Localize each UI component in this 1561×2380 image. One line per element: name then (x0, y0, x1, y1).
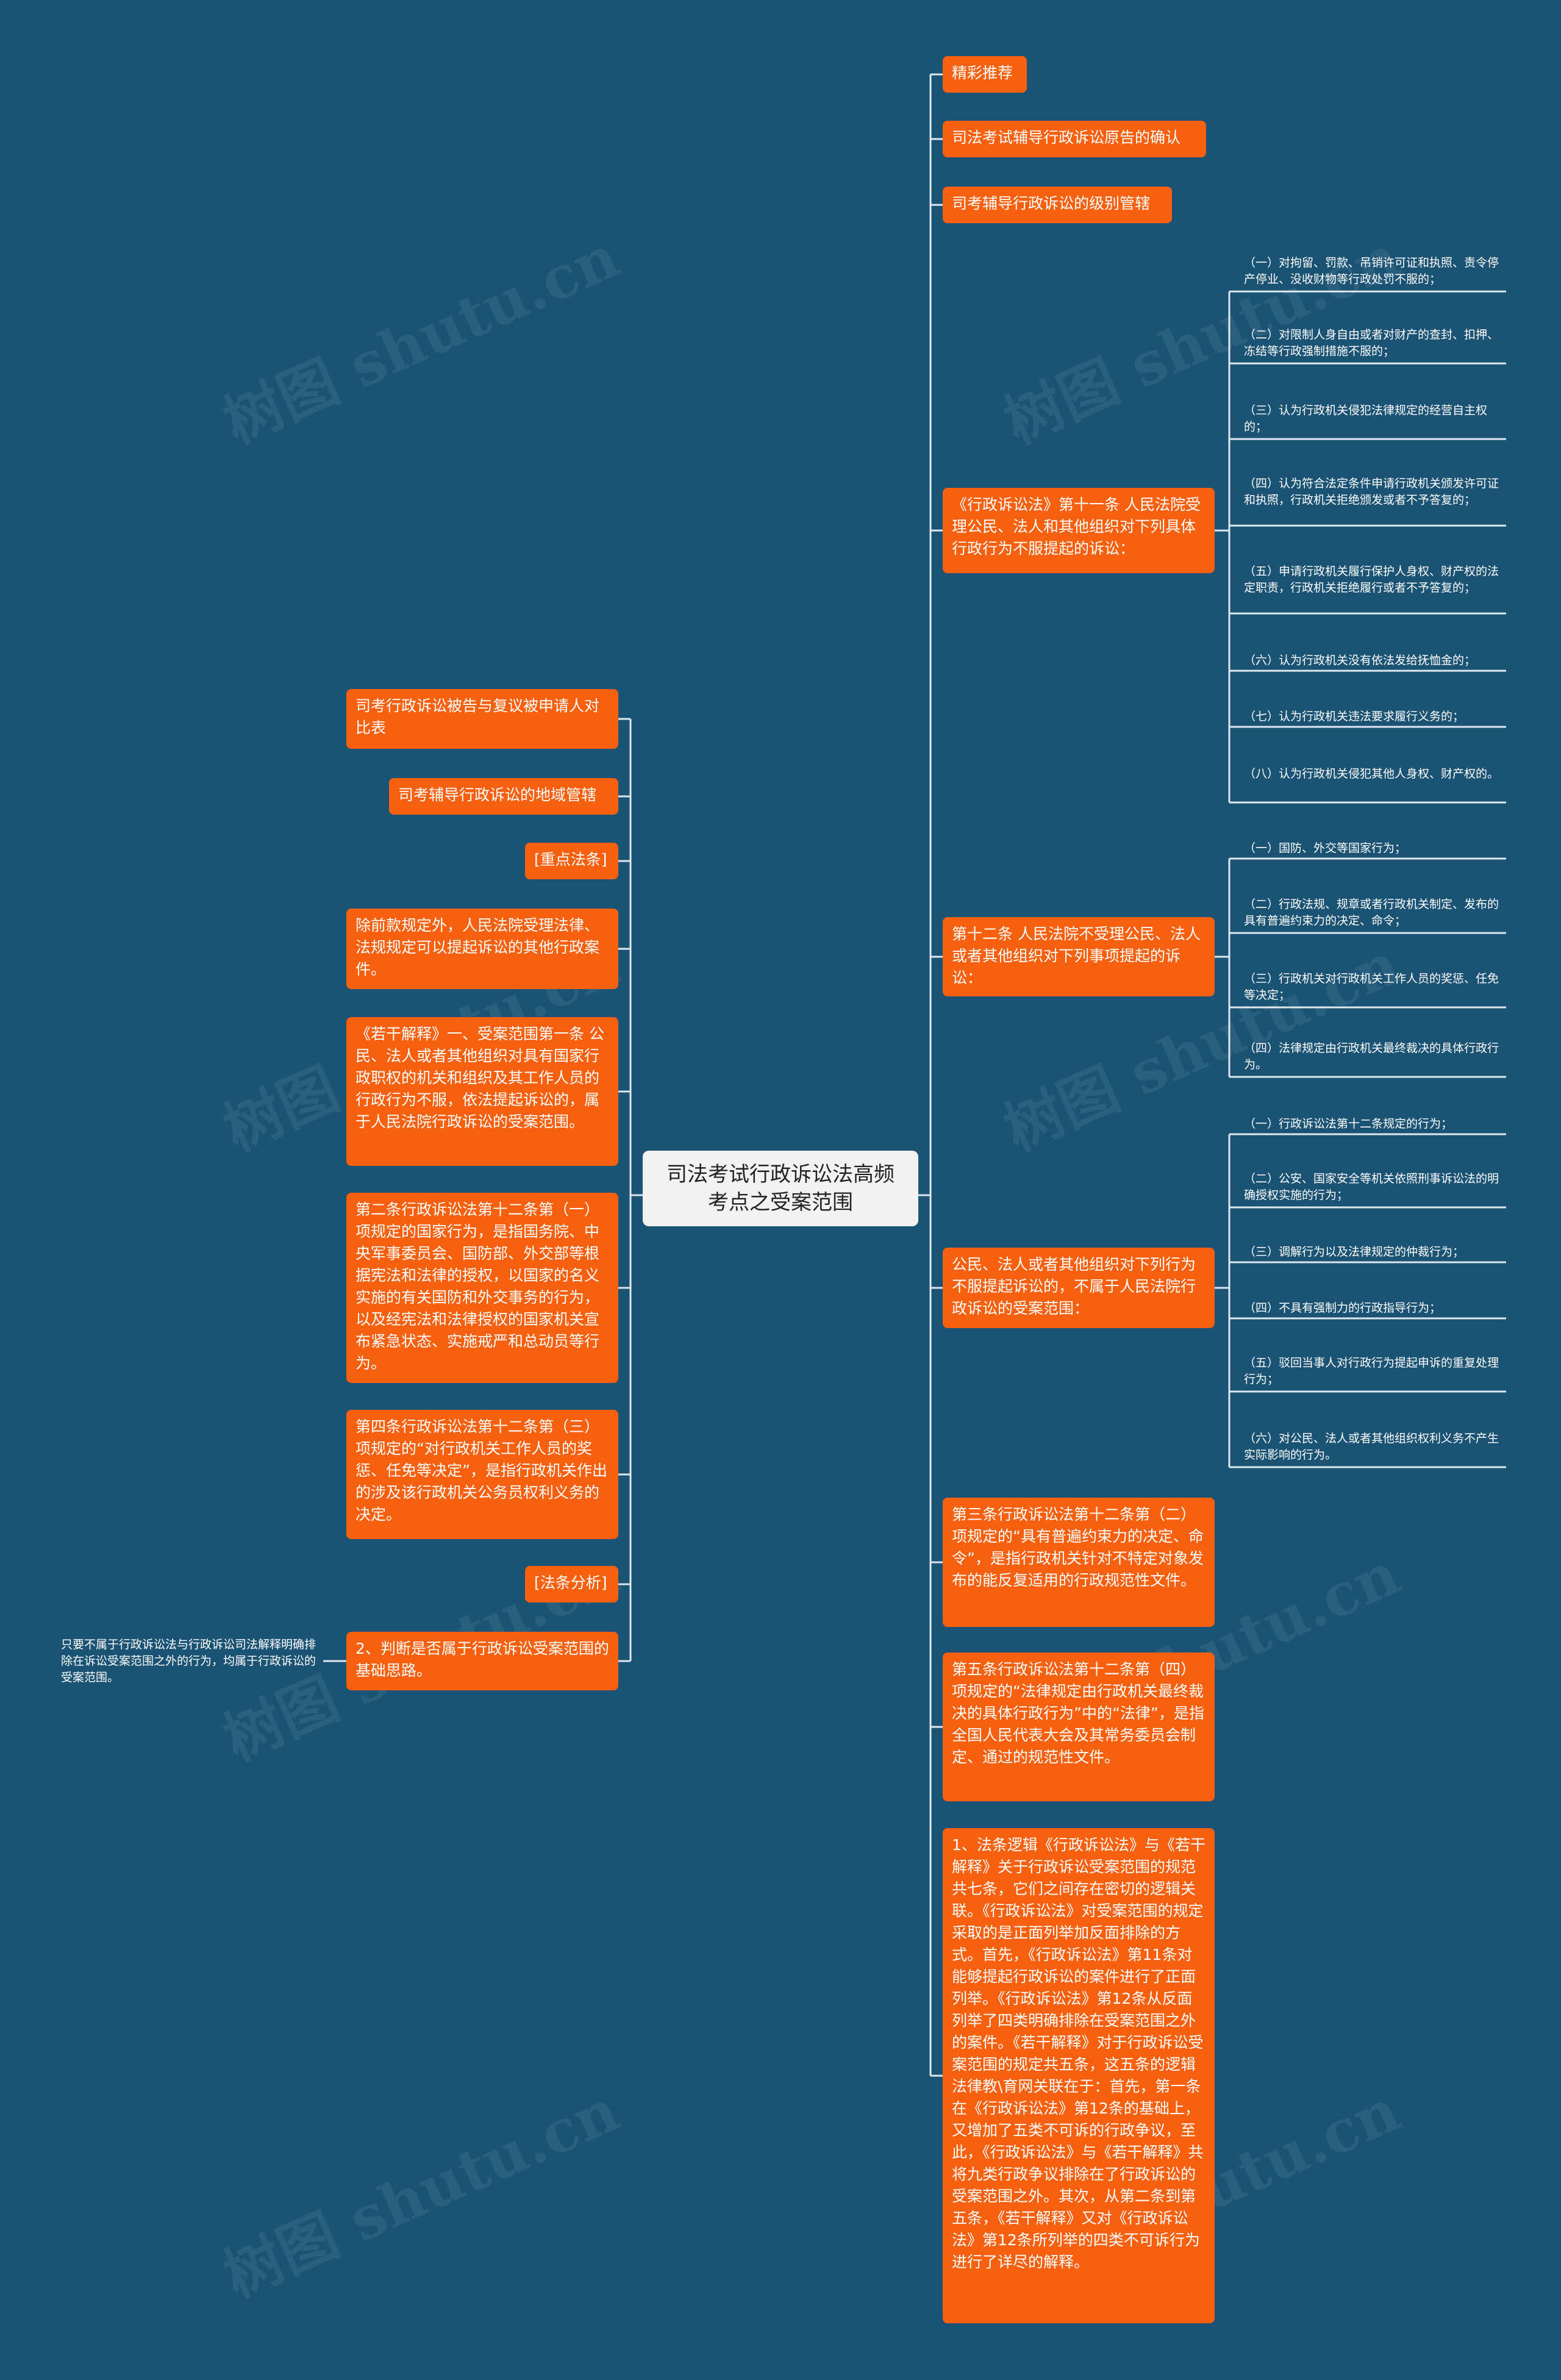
leaf-r6-6: （六）对公民、法人或者其他组织权利义务不产生实际影响的行为。 (1244, 1432, 1499, 1462)
left-node-7[interactable]: 第四条行政诉讼法第十二条第（三）项规定的“对行政机关工作人员的奖惩、任免等决定”… (346, 1410, 618, 1539)
leaf-r4-7: （七）认为行政机关违法要求履行义务的； (1244, 710, 1465, 723)
left-node-6[interactable]: 第二条行政诉讼法第十二条第（一）项规定的国家行为，是指国务院、中央军事委员会、国… (346, 1193, 618, 1383)
right-node-3[interactable]: 司考辅导行政诉讼的级别管辖 (943, 187, 1172, 223)
leaf-r6-5: （五）驳回当事人对行政行为提起申诉的重复处理行为； (1244, 1356, 1499, 1386)
leaf-r6-3: （三）调解行为以及法律规定的仲裁行为； (1244, 1245, 1465, 1259)
leaf-r5-4: （四）法律规定由行政机关最终裁决的具体行政行为。 (1244, 1042, 1499, 1071)
leaf-r4-4: （四）认为符合法定条件申请行政机关颁发许可证和执照，行政机关拒绝颁发或者不予答复… (1244, 477, 1499, 507)
leaf-r4-2: （二）对限制人身自由或者对财产的查封、扣押、冻结等行政强制措施不服的； (1244, 328, 1499, 358)
left-node-5[interactable]: 《若干解释》一、受案范围第一条 公民、法人或者其他组织对具有国家行政职权的机关和… (346, 1017, 618, 1166)
left-node-9[interactable]: 2、判断是否属于行政诉讼受案范围的基础思路。 (346, 1632, 618, 1690)
leaf-r5-2: （二）行政法规、规章或者行政机关制定、发布的具有普遍约束力的决定、命令； (1244, 898, 1499, 927)
leaf-r5-1: （一）国防、外交等国家行为； (1244, 842, 1407, 855)
right-node-9[interactable]: 1、法条逻辑《行政诉讼法》与《若干解释》关于行政诉讼受案范围的规范共七条，它们之… (943, 1828, 1215, 2323)
right-node-5[interactable]: 第十二条 人民法院不受理公民、法人或者其他组织对下列事项提起的诉讼： (943, 917, 1215, 996)
left-node-8[interactable]: [法条分析] (525, 1566, 618, 1603)
leaf-r6-4: （四）不具有强制力的行政指导行为； (1244, 1301, 1441, 1315)
leaf-r4-1: （一）对拘留、罚款、吊销许可证和执照、责令停产停业、没收财物等行政处罚不服的； (1244, 256, 1499, 286)
right-node-8[interactable]: 第五条行政诉讼法第十二条第（四）项规定的“法律规定由行政机关最终裁决的具体行政行… (943, 1653, 1215, 1801)
leaf-l9-1: 只要不属于行政诉讼法与行政诉讼司法解释明确排除在诉讼受案范围之外的行为，均属于行… (61, 1638, 316, 1684)
leaf-r5-3: （三）行政机关对行政机关工作人员的奖惩、任免等决定； (1244, 972, 1499, 1002)
leaf-r6-2: （二）公安、国家安全等机关依照刑事诉讼法的明确授权实施的行为； (1244, 1172, 1499, 1202)
right-node-4[interactable]: 《行政诉讼法》第十一条 人民法院受理公民、法人和其他组织对下列具体行政行为不服提… (943, 488, 1215, 573)
root-topic[interactable]: 司法考试行政诉讼法高频考点之受案范围 (643, 1151, 918, 1226)
left-node-1[interactable]: 司考行政诉讼被告与复议被申请人对比表 (346, 689, 618, 749)
right-node-2[interactable]: 司法考试辅导行政诉讼原告的确认 (943, 121, 1206, 157)
left-node-4[interactable]: 除前款规定外，人民法院受理法律、法规规定可以提起诉讼的其他行政案件。 (346, 909, 618, 989)
leaf-r4-8: （八）认为行政机关侵犯其他人身权、财产权的。 (1244, 767, 1499, 781)
right-node-7[interactable]: 第三条行政诉讼法第十二条第（二）项规定的“具有普遍约束力的决定、命令”，是指行政… (943, 1498, 1215, 1627)
right-node-6[interactable]: 公民、法人或者其他组织对下列行为不服提起诉讼的，不属于人民法院行政诉讼的受案范围… (943, 1248, 1215, 1328)
left-node-3[interactable]: [重点法条] (525, 843, 618, 879)
leaf-r6-1: （一）行政诉讼法第十二条规定的行为； (1244, 1117, 1453, 1131)
leaf-r4-6: （六）认为行政机关没有依法发给抚恤金的； (1244, 654, 1476, 667)
right-node-1[interactable]: 精彩推荐 (943, 56, 1027, 93)
left-node-2[interactable]: 司考辅导行政诉讼的地域管辖 (389, 778, 618, 815)
leaf-r4-5: （五）申请行政机关履行保护人身权、财产权的法定职责，行政机关拒绝履行或者不予答复… (1244, 565, 1499, 595)
leaf-r4-3: （三）认为行政机关侵犯法律规定的经营自主权的； (1244, 404, 1488, 434)
